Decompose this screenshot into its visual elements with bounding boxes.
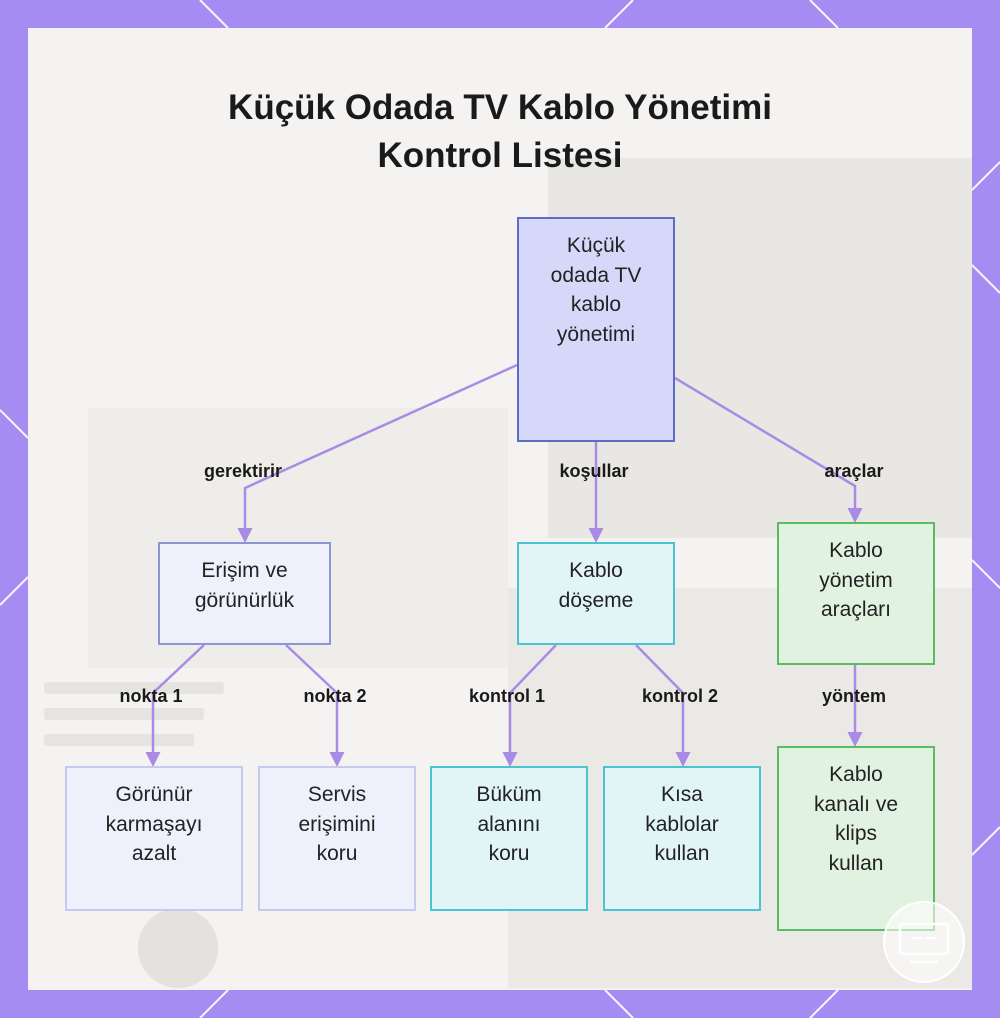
node-tools-line: Kablo <box>829 539 883 562</box>
node-tools-line: yönetim <box>819 568 893 592</box>
node-access-line: görünürlük <box>194 588 295 612</box>
node-visible-line: Görünür <box>115 783 193 806</box>
node-access-line: Erişim ve <box>201 559 288 582</box>
node-bend-line: alanını <box>477 812 541 836</box>
node-channel-line: Kablo <box>829 763 883 786</box>
node-reduce-clutter: Görünür karmaşayı azalt <box>65 766 243 911</box>
node-service-line: koru <box>316 842 358 865</box>
edge-cabling-bend <box>502 644 557 767</box>
node-bend-space: Büküm alanını koru <box>430 766 588 911</box>
node-access-visibility: Erişim ve görünürlük <box>158 542 331 645</box>
node-short-line: kullan <box>654 842 710 865</box>
edge-cabling-short <box>635 644 691 767</box>
edge-label-point-1: nokta 1 <box>119 686 183 706</box>
edge-label-requires: gerektirir <box>203 461 283 481</box>
node-service-access: Servis erişimini koru <box>258 766 416 911</box>
node-visible-line: azalt <box>131 842 177 865</box>
background-circle <box>138 908 218 988</box>
node-short-cables: Kısa kablolar kullan <box>603 766 761 911</box>
edge-access-service <box>285 644 345 767</box>
page-title: Küçük Odada TV Kablo Yönetimi Kontrol Li… <box>28 84 972 180</box>
edge-root-access <box>237 363 518 543</box>
node-channel-line: kullan <box>828 851 884 875</box>
node-service-line: erişimini <box>298 812 376 836</box>
node-channel-line: klips <box>834 822 877 845</box>
edge-label-check-2: kontrol 2 <box>641 686 719 706</box>
node-root-line: kablo <box>570 293 622 316</box>
edge-label-check-1: kontrol 1 <box>468 686 546 706</box>
node-cabling-line: döşeme <box>558 588 634 612</box>
edge-root-tools <box>674 376 863 523</box>
node-short-line: Kısa <box>660 783 703 806</box>
connector-lines <box>145 363 863 767</box>
node-short-line: kablolar <box>645 812 719 836</box>
node-root-line: Küçük <box>566 234 626 257</box>
node-visible-line: karmaşayı <box>105 812 203 836</box>
node-channel-clips: Kablo kanalı ve klips kullan <box>777 746 935 931</box>
title-line-1: Küçük Odada TV Kablo Yönetimi <box>228 88 772 127</box>
monitor-icon <box>883 901 965 983</box>
node-root-line: odada TV <box>550 263 642 287</box>
node-channel-line: kanalı ve <box>813 792 899 816</box>
node-cabling-line: Kablo <box>569 559 623 582</box>
edge-access-visible <box>145 644 205 767</box>
background-text-lines <box>44 668 444 760</box>
edge-label-point-2: nokta 2 <box>303 686 367 706</box>
edge-label-conditions: koşullar <box>559 461 629 481</box>
node-bend-line: Büküm <box>476 783 542 806</box>
edge-label-tools: araçlar <box>824 461 884 481</box>
diagram-canvas: Küçük Odada TV Kablo Yönetimi Kontrol Li… <box>28 28 972 990</box>
node-bend-line: koru <box>488 842 530 865</box>
node-cable-tools: Kablo yönetim araçları <box>777 522 935 665</box>
node-tools-line: araçları <box>820 598 892 621</box>
edge-label-method: yöntem <box>821 686 887 706</box>
title-line-2: Kontrol Listesi <box>377 136 623 175</box>
node-root-line: yönetimi <box>556 322 636 346</box>
node-root: Küçük odada TV kablo yönetimi <box>517 217 675 442</box>
node-cable-routing: Kablo döşeme <box>517 542 675 645</box>
node-service-line: Servis <box>307 783 367 806</box>
